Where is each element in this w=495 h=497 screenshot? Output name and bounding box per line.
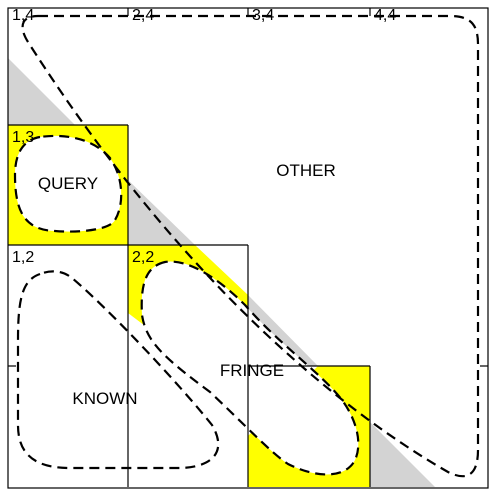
cell-label-2-4: 2,4: [132, 7, 154, 24]
cell-label-3-4: 3,4: [252, 7, 274, 24]
region-boundaries: [13, 14, 480, 478]
fringe-region-boundary: [140, 260, 360, 476]
gray-cell-4-1: [370, 422, 435, 487]
region-label-fringe: FRINGE: [220, 361, 284, 380]
gray-cell-2-3: [128, 180, 195, 245]
cell-label-1-3: 1,3: [12, 129, 34, 146]
fringe-loop-fill: [141, 261, 359, 475]
block-grid: [7, 7, 489, 489]
known-region-boundary: [16, 270, 220, 470]
gray-cell-1-4: [8, 58, 75, 125]
region-label-other: OTHER: [276, 161, 336, 180]
other-region-boundary: [21, 14, 480, 478]
query-region-boundary: [13, 134, 123, 233]
cell-label-1-4: 1,4: [12, 7, 34, 24]
cell-label-1-2: 1,2: [12, 249, 34, 266]
region-label-query: QUERY: [38, 174, 98, 193]
cell-label-4-4: 4,4: [374, 7, 396, 24]
region-label-known: KNOWN: [72, 389, 137, 408]
cell-label-2-2: 2,2: [132, 249, 154, 266]
query-loop-fill: [15, 135, 122, 232]
